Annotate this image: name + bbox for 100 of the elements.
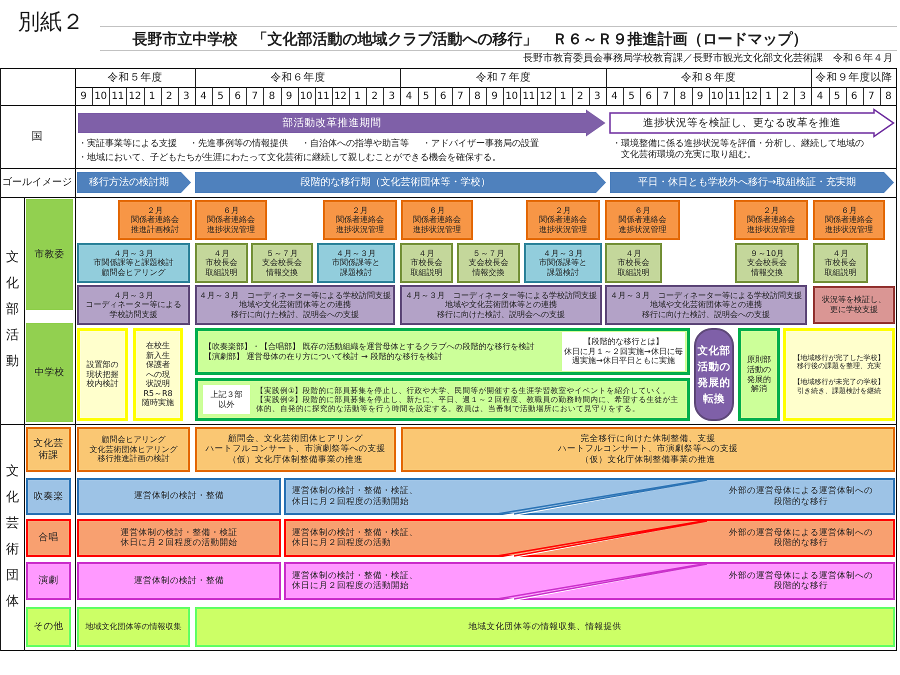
- task-text: 設置部の現状把握: [86, 360, 120, 380]
- phase-band: [284, 562, 895, 600]
- plan-text: 【演劇部】 運営母体の在り方について検討 → 段階的な移行を検討: [204, 352, 442, 362]
- task-box: [77, 243, 190, 283]
- task-text: 地域や文化芸術団体等との連携: [650, 300, 762, 310]
- task-text: 地域文化団体等の情報収集: [86, 622, 182, 632]
- task-text: ６月: [841, 206, 857, 216]
- support-item: ・実証事業等による支援: [78, 139, 177, 150]
- month-header: 3: [183, 90, 190, 102]
- task-box: [195, 285, 395, 325]
- task-text: 外部の運営母体による運営体制への段階的な移行: [728, 570, 874, 592]
- task-box: [783, 328, 895, 421]
- plan-panel: [195, 328, 690, 375]
- row-heading: 国: [32, 129, 42, 143]
- month-header: 8: [680, 90, 686, 102]
- task-text: 完全移行に向けた体制整備、支援: [580, 434, 716, 444]
- note-text: ・地域において、子どもたちが生涯にわたって文化芸術に継続して親しむことができる機会を確保する。: [78, 153, 501, 164]
- note-text: ・環境整備に係る進捗状況等を評価・分析し、継続して地域の文化芸術環境の充実に取り組む。: [612, 139, 865, 161]
- category-panel: [26, 427, 71, 472]
- task-text: ４月: [626, 248, 642, 258]
- month-header: 3: [800, 90, 806, 102]
- task-box: [195, 200, 267, 240]
- month-header: 1: [354, 90, 361, 102]
- task-text: 市校長会: [410, 258, 442, 268]
- task-text: 外部の運営母体による運営体制への段階的な移行: [728, 486, 874, 507]
- task-text: ２月: [352, 206, 368, 216]
- month-header: 9: [80, 90, 87, 102]
- task-text: ４月～３月: [114, 290, 154, 300]
- row-heading: その他: [34, 621, 64, 633]
- task-text: 関係者連絡会: [825, 215, 873, 225]
- goal-banner: [195, 172, 606, 193]
- category-panel: [26, 478, 71, 515]
- task-text: 市校長会: [824, 258, 856, 268]
- month-header: 7: [868, 90, 874, 102]
- task-text: 進捗状況管理: [336, 224, 384, 234]
- task-text: 随時実施: [142, 398, 174, 408]
- task-box: [400, 243, 453, 283]
- task-text: ６月: [223, 206, 239, 216]
- year-header: 令和６年度: [270, 71, 326, 84]
- month-header: 10: [710, 90, 724, 102]
- month-header: 4: [200, 90, 207, 102]
- phase-banner: [610, 109, 894, 137]
- task-box: [813, 286, 895, 324]
- task-text: 地域や文化芸術団体等との連携: [445, 300, 557, 310]
- month-header: 6: [646, 90, 652, 102]
- task-text: 市関係課等と課題検討: [331, 258, 381, 278]
- title: 長野市立中学校 「文化部活動の地域クラブ活動への移行」 Ｒ６～Ｒ９推進計画（ロードマップ）: [132, 30, 808, 48]
- task-box: [77, 427, 190, 472]
- task-text: 顧問会、文化芸術団体ヒアリング: [228, 434, 363, 444]
- month-header: 1: [148, 90, 156, 102]
- task-text: 運営体制の検討・整備・検証、休日に月２回程度の活動開始: [292, 570, 419, 592]
- month-header: 6: [234, 90, 241, 102]
- month-header: 12: [745, 90, 758, 102]
- task-text: 進捗状況管理: [539, 224, 587, 234]
- month-header: 7: [662, 90, 669, 102]
- task-box: [400, 285, 602, 325]
- month-header: 11: [111, 90, 124, 102]
- month-header: 6: [851, 90, 858, 102]
- task-text: 移行に向けた検討、説明会への支援: [231, 310, 359, 320]
- support-item: ・先進事例等の情報提供: [189, 139, 288, 150]
- section-heading: 文化芸術団体: [6, 463, 19, 611]
- task-text: 情報交換: [266, 268, 298, 278]
- task-text: 関係者連絡会: [539, 215, 587, 225]
- month-header: 7: [457, 90, 464, 102]
- task-box: [195, 607, 895, 647]
- task-box: [401, 427, 895, 472]
- task-text: 関係者連絡会: [618, 215, 666, 225]
- month-header: 1: [765, 90, 772, 102]
- month-header: 5: [834, 90, 840, 102]
- month-header: 2: [577, 90, 584, 102]
- sheet-number: 別紙２: [18, 10, 84, 36]
- task-text: 進捗状況管理: [207, 224, 255, 234]
- task-text: 運営体制の検討・整備・検証: [120, 528, 238, 538]
- task-box: [401, 200, 473, 240]
- section-heading: 文化部活動: [6, 249, 19, 371]
- task-text: ４月: [832, 248, 848, 258]
- task-text: 顧問会ヒアリング: [102, 435, 166, 445]
- task-box: [195, 243, 248, 283]
- month-header: 5: [628, 90, 635, 102]
- subtitle: 長野市教育委員会事務局学校教育課／長野市観光文化部文化芸術課 令和６年４月: [523, 53, 893, 65]
- task-text: 外部の運営母体による運営体制への段階的な移行: [728, 528, 874, 548]
- task-text: ５～７月: [472, 248, 504, 258]
- phase-label: 進捗状況等を検証し、更なる改革を推進: [643, 116, 841, 130]
- task-text: 運営体制の検討・整備: [134, 576, 224, 586]
- task-box: [77, 478, 281, 515]
- task-text: ５～７月: [266, 248, 298, 258]
- task-text: コーディネーター等による学校訪問支援: [84, 300, 182, 320]
- month-header: 6: [440, 90, 446, 102]
- month-header: 11: [316, 90, 330, 102]
- row-heading: 吹奏楽: [34, 490, 64, 502]
- task-text: 支会校長会: [262, 258, 302, 268]
- month-header: 5: [422, 90, 430, 102]
- category-panel: [26, 562, 71, 600]
- task-text: 市校長会: [618, 258, 650, 268]
- task-box: [118, 200, 192, 240]
- task-text: ４月～３月: [114, 248, 154, 258]
- task-text: ４月～３月 コーディネーター等による学校訪問支援: [405, 290, 597, 300]
- task-text: 情報交換: [751, 268, 783, 278]
- month-header: 9: [286, 90, 292, 102]
- task-text: 支会校長会: [747, 258, 787, 268]
